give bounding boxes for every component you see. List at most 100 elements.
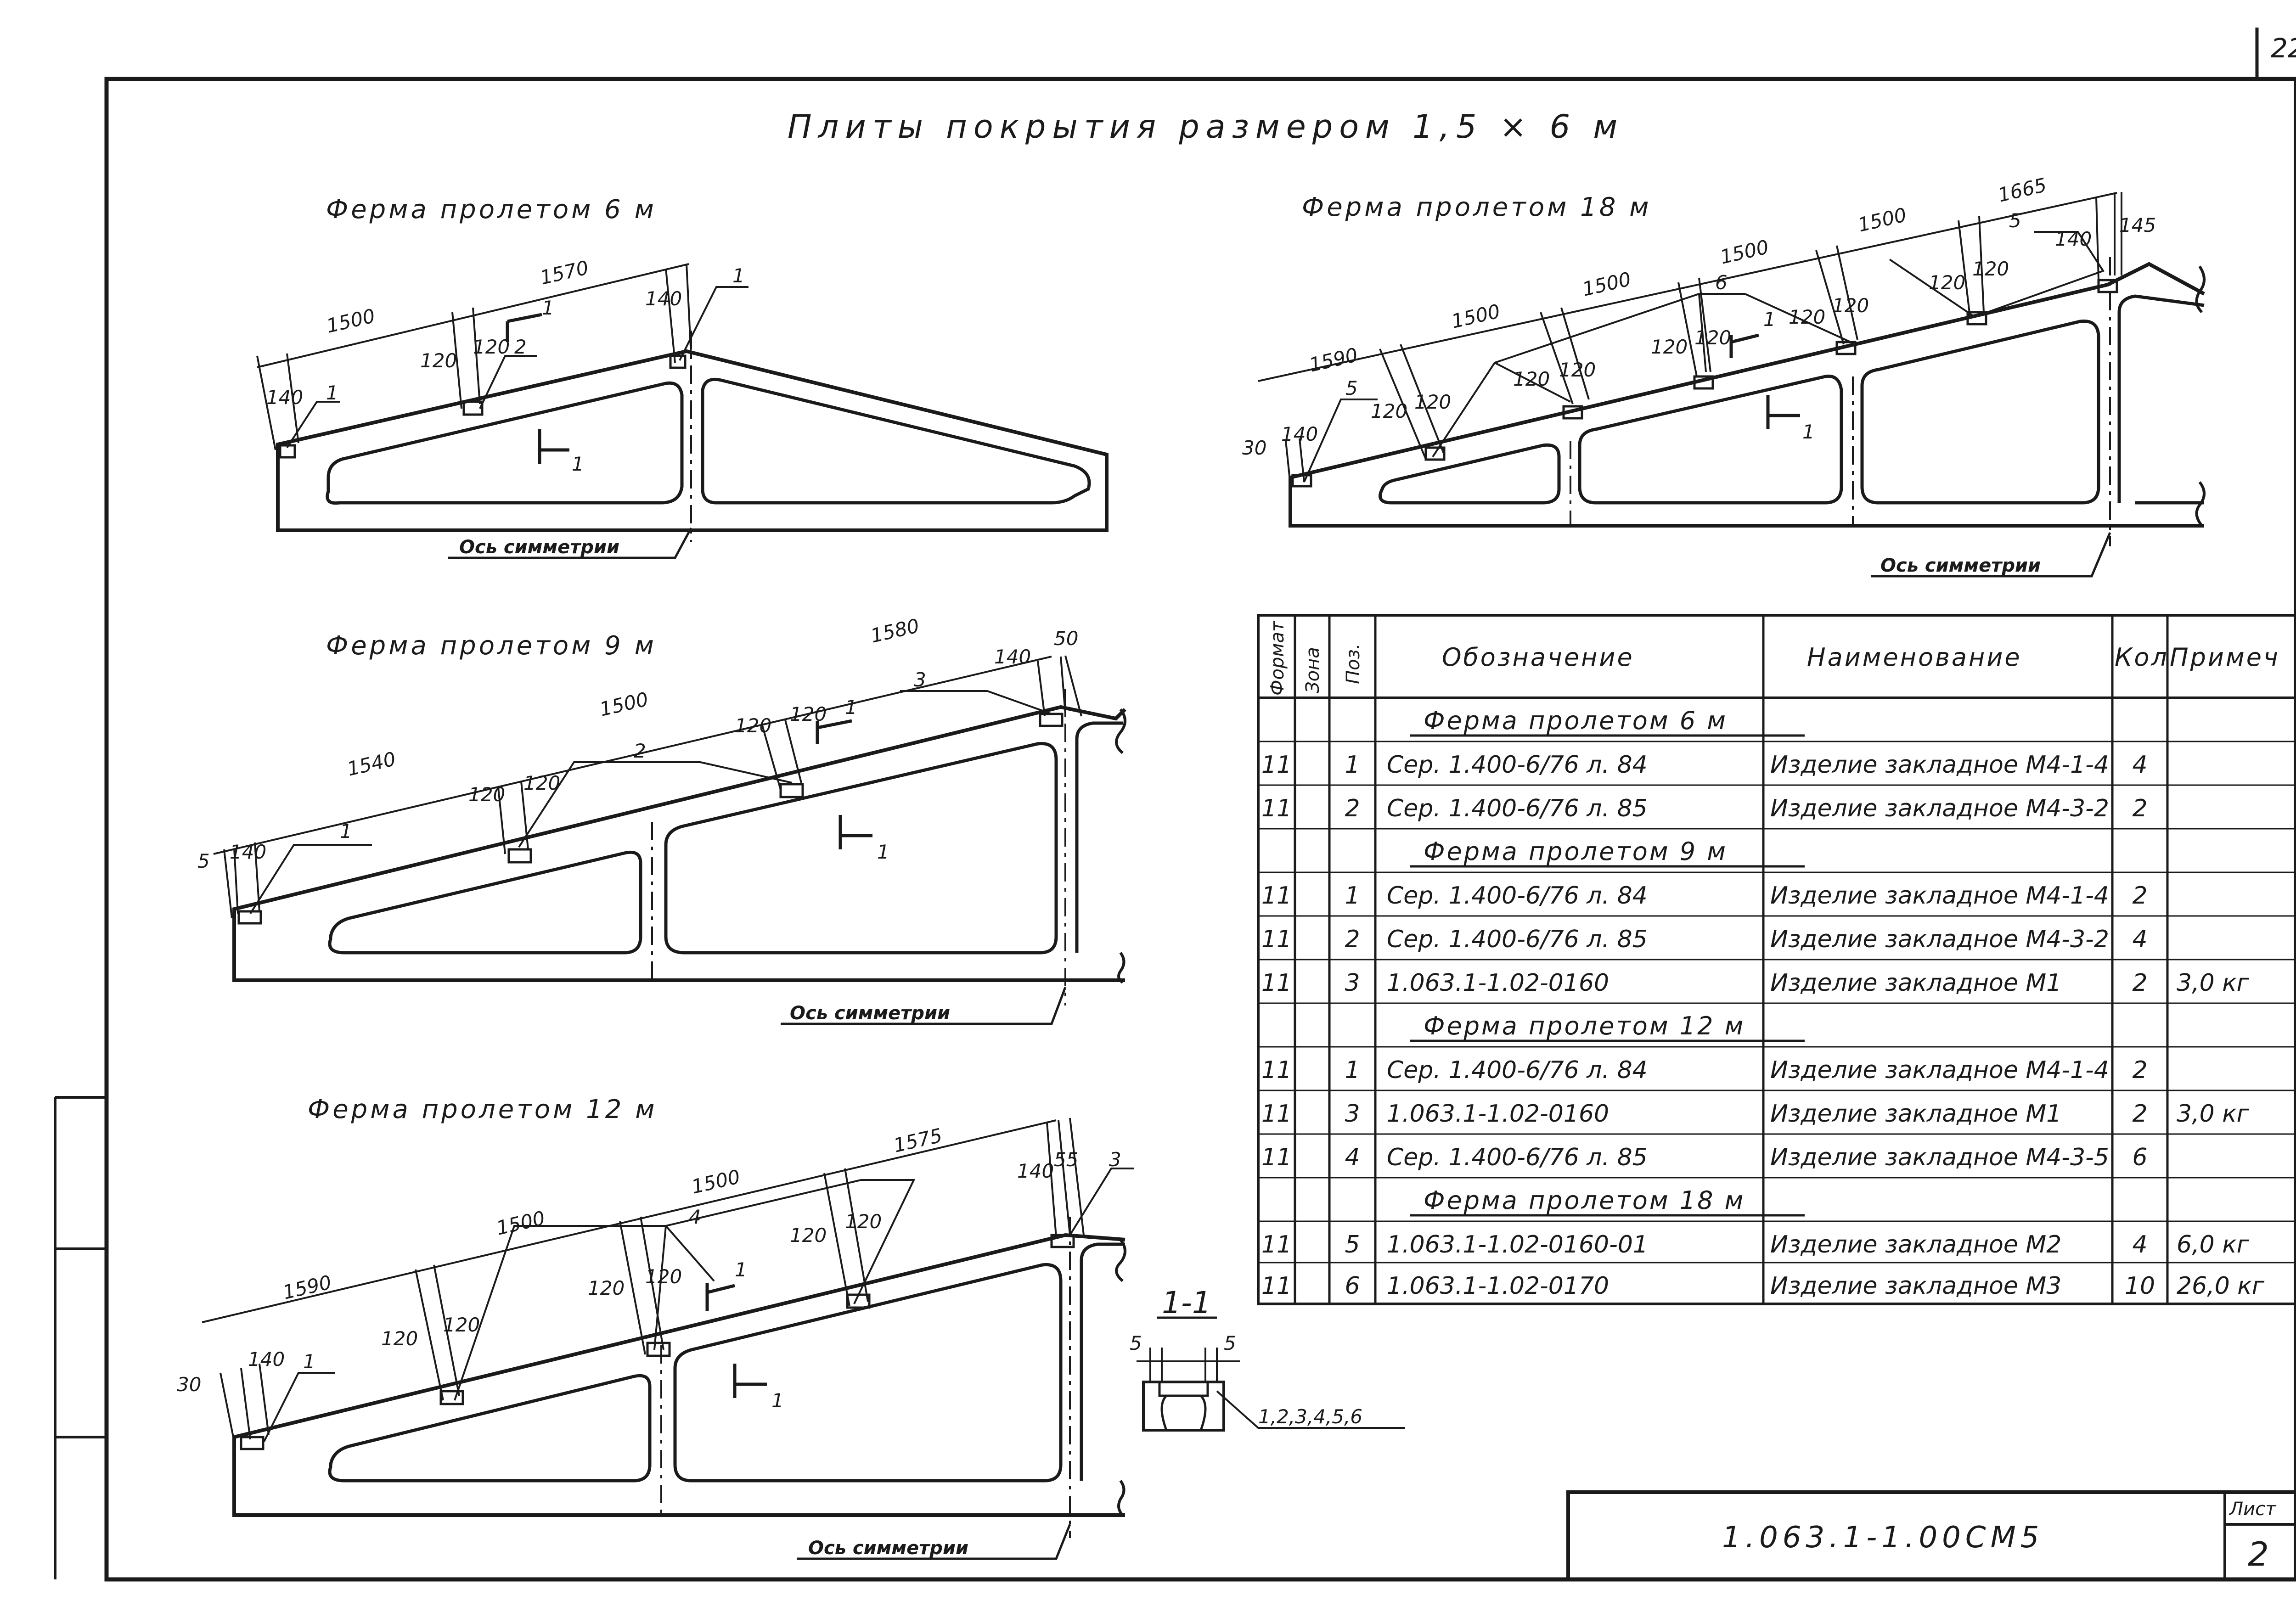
section-mark-body: 1 (877, 841, 889, 863)
dim-120a: 120 (1371, 400, 1407, 422)
name-cell: Изделие закладное М2 (1770, 1231, 2061, 1258)
pos-2: 2 (514, 336, 527, 358)
dim-50: 50 (1054, 627, 1078, 650)
dim-120d: 120 (645, 1265, 682, 1288)
dim-120c: 120 (735, 714, 771, 737)
qty-cell: 2 (2132, 1056, 2147, 1084)
designation-cell: Сер. 1.400-6/76 л. 85 (1387, 926, 1648, 953)
qty-cell: 4 (2132, 926, 2147, 953)
section-mark-top: 1 (542, 297, 554, 319)
dim-120h: 120 (1832, 294, 1869, 317)
pos-1: 1 (303, 1350, 315, 1373)
pos-4: 4 (689, 1206, 701, 1228)
pos-cell: 4 (1345, 1144, 1360, 1171)
dim-140a: 140 (230, 841, 266, 863)
section-mark-top: 1 (1763, 308, 1776, 331)
qty-cell: 10 (2125, 1272, 2155, 1300)
truss-18m-title: Ферма пролетом 18 м (1302, 192, 1651, 222)
dim-120c: 120 (1513, 368, 1550, 390)
title-stamp: 1.063.1-1.00СМ5 Лист 2 (1566, 1490, 2296, 1581)
section-dim-right: 5 (1224, 1332, 1236, 1354)
qty-cell: 2 (2132, 795, 2147, 822)
header-zone: Зона (1302, 647, 1323, 693)
format-cell: 11 (1261, 1144, 1292, 1171)
dim-1570: 1570 (538, 256, 591, 289)
truss-12m: Ферма пролетом 12 м Ось симметрии (177, 1095, 1134, 1560)
dim-120a: 120 (468, 783, 505, 806)
dim-145: 145 (2119, 214, 2156, 236)
dim-120d: 120 (790, 703, 827, 725)
format-cell: 11 (1261, 1231, 1292, 1258)
dim-120b: 120 (443, 1314, 480, 1336)
pos-3: 3 (1109, 1148, 1121, 1171)
dim-120b: 120 (1414, 391, 1451, 413)
designation-cell: Сер. 1.400-6/76 л. 84 (1387, 751, 1648, 779)
dim-120a: 120 (420, 349, 457, 372)
dim-120b: 120 (523, 772, 560, 794)
name-cell: Изделие закладное М1 (1770, 969, 2061, 997)
spec-table: Формат Зона Поз. Обозначение Наименовани… (1257, 614, 2296, 1305)
section-mark-top: 1 (735, 1258, 747, 1281)
section-mark-body: 1 (771, 1389, 784, 1412)
dim-1580: 1580 (868, 614, 921, 647)
dim-140a: 140 (248, 1348, 285, 1370)
qty-cell: 4 (2132, 1231, 2147, 1258)
dim-120f: 120 (1694, 326, 1731, 349)
truss-12m-title: Ферма пролетом 12 м (308, 1095, 657, 1124)
section-mark-top: 1 (845, 696, 857, 719)
pos-cell: 5 (1345, 1231, 1360, 1258)
dim-1500a: 1500 (494, 1207, 547, 1240)
dim-120e: 120 (790, 1224, 827, 1247)
name-cell: Изделие закладное М4-3-5 (1770, 1144, 2109, 1171)
dim-120c: 120 (588, 1277, 625, 1299)
pos-3: 3 (914, 668, 926, 691)
dim-140b: 140 (645, 287, 682, 310)
format-cell: 11 (1261, 882, 1292, 910)
axis-label: Ось симметрии (459, 537, 619, 558)
designation-cell: 1.063.1-1.02-0160 (1387, 969, 1609, 997)
sheet-label: Лист (2228, 1499, 2277, 1520)
truss-18m: Ферма пролетом 18 м Ось симметрии (1242, 174, 2206, 578)
pos-5a: 5 (1345, 377, 1358, 399)
format-cell: 11 (1261, 1056, 1292, 1084)
dim-30: 30 (177, 1373, 201, 1396)
pos-cell: 3 (1345, 1100, 1360, 1128)
pos-2: 2 (634, 740, 646, 762)
format-cell: 11 (1261, 751, 1292, 779)
pos-cell: 3 (1345, 969, 1360, 997)
pos-cell: 1 (1345, 882, 1360, 910)
dim-1500b: 1500 (689, 1165, 742, 1198)
dim-120e: 120 (1651, 336, 1688, 358)
designation-cell: Сер. 1.400-6/76 л. 84 (1387, 882, 1648, 910)
note-cell: 26,0 кг (2177, 1272, 2265, 1300)
designation-cell: Сер. 1.400-6/76 л. 84 (1387, 1056, 1648, 1084)
format-cell: 11 (1261, 795, 1292, 822)
dim-1500a: 1500 (1449, 300, 1502, 333)
axis-label: Ось симметрии (808, 1538, 968, 1559)
dim-1590: 1590 (281, 1271, 333, 1304)
dim-140a: 140 (1281, 423, 1318, 445)
pos-cell: 1 (1345, 1056, 1360, 1084)
section-mark-body: 1 (572, 453, 584, 475)
section-callout: 1,2,3,4,5,6 (1258, 1405, 1362, 1428)
group-title: Ферма пролетом 6 м (1424, 706, 1728, 735)
truss-9m-title: Ферма пролетом 9 м (326, 631, 657, 661)
format-cell: 11 (1261, 1272, 1292, 1300)
truss-9m: Ферма пролетом 9 м Ось симметрии 5 (197, 614, 1126, 1025)
truss-6m: Ферма пролетом 6 м Ось симметрии 140 150… (256, 195, 1109, 559)
name-cell: Изделие закладное М4-1-4 (1770, 1056, 2109, 1084)
designation-cell: Сер. 1.400-6/76 л. 85 (1387, 795, 1648, 822)
name-cell: Изделие закладное М4-1-4 (1770, 751, 2109, 779)
drawing-title: Плиты покрытия размером 1,5 × 6 м (788, 108, 1624, 146)
format-cell: 11 (1261, 1100, 1292, 1128)
qty-cell: 2 (2132, 882, 2147, 910)
format-cell: 11 (1261, 969, 1292, 997)
designation-cell: 1.063.1-1.02-0160 (1387, 1100, 1609, 1128)
dim-120b: 120 (473, 336, 510, 358)
axis-label: Ось симметрии (790, 1003, 950, 1024)
dim-120d: 120 (1559, 359, 1596, 381)
qty-cell: 6 (2132, 1144, 2147, 1171)
header-name: Наименование (1807, 643, 2022, 672)
pos-cell: 2 (1345, 926, 1360, 953)
pos-6: 6 (1715, 271, 1728, 294)
